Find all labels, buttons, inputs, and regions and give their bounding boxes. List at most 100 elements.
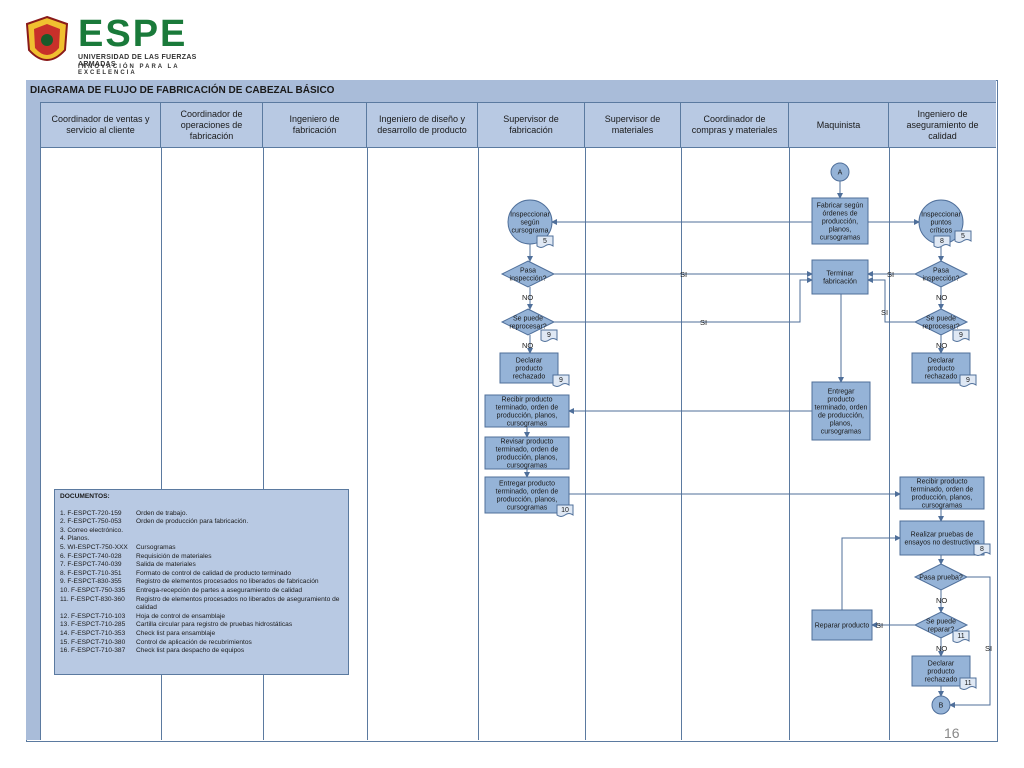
revisar-producto-sup-node-text: Revisar producto <box>501 439 554 446</box>
entregar-producto-sup-node-text: terminado, orden de <box>496 489 559 496</box>
recibir-producto-cal-node-text: Recibir producto <box>917 479 968 486</box>
document-description: Formato de control de calidad de product… <box>136 569 292 577</box>
entregar-maquinista-node-text: producto <box>827 397 854 404</box>
doc-ref-11 <box>959 677 977 690</box>
espe-logo: ESPE UNIVERSIDAD DE LAS FUERZAS ARMADAS … <box>22 14 222 76</box>
document-description: Control de aplicación de recubrimientos <box>136 638 252 646</box>
doc-ref-5 <box>954 230 972 243</box>
inspeccionar-puntos-node-text: críticos <box>930 228 953 235</box>
lane-divider <box>161 148 162 740</box>
declarar-rechazado-cal-node-text: producto <box>927 366 954 373</box>
entregar-maquinista-node-text: cursogramas <box>821 429 862 436</box>
document-code: 12. F-ESPCT-710-103 <box>60 612 126 620</box>
lane-divider <box>367 148 368 740</box>
flow-connector <box>867 277 915 323</box>
entregar-producto-sup-node-text: Entregar producto <box>499 481 555 488</box>
entregar-maquinista-node-text: planos, <box>830 421 853 428</box>
inspeccionar-cursograma-node-text: según <box>520 220 539 227</box>
recibir-producto-cal-node-text: cursogramas <box>922 503 963 510</box>
declarar-rechazado-sup-node-text: rechazado <box>513 374 546 381</box>
declarar-rechazado-sup-node-text: producto <box>515 366 542 373</box>
branch-label: SI <box>700 318 707 327</box>
declarar-rechazado-final-node-text: Declarar <box>928 661 955 668</box>
inspeccionar-cursograma-node <box>507 199 553 245</box>
reparar-producto-node <box>811 609 873 641</box>
revisar-producto-sup-node-text: producción, planos, <box>497 455 558 462</box>
document-description <box>136 535 343 544</box>
recibir-producto-sup-node-text: cursogramas <box>507 421 548 428</box>
entregar-maquinista-node-text: Entregar <box>828 389 856 396</box>
recibir-producto-sup-node-text: producción, planos, <box>497 413 558 420</box>
pasa-inspeccion-sup-node-text: inspección? <box>510 276 547 283</box>
se-puede-reprocesar-sup-node <box>500 308 556 336</box>
se-puede-reprocesar-sup-node-text: Se puede <box>513 316 543 323</box>
lane-divider <box>585 148 586 740</box>
doc-ref-8 <box>973 543 991 556</box>
lane-header-calidad: Ingeniero de aseguramiento de calidad <box>889 103 996 148</box>
lane-divider <box>681 148 682 740</box>
university-name: UNIVERSIDAD DE LAS FUERZAS ARMADAS <box>78 54 197 68</box>
pasa-inspeccion-cal-node-text: inspección? <box>923 276 960 283</box>
branch-label: SI <box>881 308 888 317</box>
entregar-maquinista-node-text: de producción, <box>818 413 864 420</box>
declarar-rechazado-cal-node-text: Declarar <box>928 358 955 365</box>
doc-ref-8-text: 8 <box>980 546 984 553</box>
branch-label: SI <box>887 270 894 279</box>
doc-ref-9-text: 9 <box>966 377 970 384</box>
lane-divider <box>889 148 890 740</box>
document-description: Requisición de materiales <box>136 552 212 560</box>
document-description: Check list para ensamblaje <box>136 629 216 637</box>
document-code: 11. F-ESPCT-830-360 <box>60 595 125 603</box>
document-item: 4. Planos. <box>60 535 343 544</box>
doc-ref-8-text: 8 <box>940 238 944 245</box>
doc-ref-5-text: 5 <box>543 238 547 245</box>
pasa-inspeccion-cal-node <box>913 260 969 288</box>
realizar-pruebas-node <box>899 520 985 556</box>
lane-header-sup-materiales: Supervisor de materiales <box>585 103 681 148</box>
branch-label: NO <box>936 644 947 653</box>
branch-label: SI <box>680 270 687 279</box>
document-code: 9. F-ESPCT-830-355 <box>60 578 122 586</box>
branch-label: NO <box>936 596 947 605</box>
terminar-node-text: fabricación <box>823 279 857 286</box>
doc-ref-10 <box>556 504 574 517</box>
realizar-pruebas-node-text: Realizar pruebas de <box>911 532 974 539</box>
recibir-producto-cal-node-text: producción, planos, <box>912 495 973 502</box>
terminar-node-text: Terminar <box>826 271 854 278</box>
lane-header-ing-fabricacion: Ingeniero de fabricación <box>263 103 367 148</box>
entregar-maquinista-node-text: terminado, orden <box>815 405 868 412</box>
fabricar-node <box>811 197 869 245</box>
doc-ref-10-text: 10 <box>561 507 569 514</box>
fabricar-node-text: planos, <box>829 227 852 234</box>
branch-label: NO <box>936 341 947 350</box>
recibir-producto-sup-node-text: terminado, orden de <box>496 405 559 412</box>
page-number: 16 <box>944 725 960 741</box>
document-description: Orden de producción para fabricación. <box>136 518 249 526</box>
fabricar-node-text: cursogramas <box>820 235 861 242</box>
doc-ref-9-text: 9 <box>547 332 551 339</box>
doc-ref-11-text: 11 <box>957 633 964 640</box>
lane-divider <box>789 148 790 740</box>
recibir-producto-cal-node <box>899 476 985 510</box>
lane-header-ventas: Coordinador de ventas y servicio al clie… <box>41 103 161 148</box>
document-code: 1. F-ESPCT-720-159 <box>60 509 122 517</box>
connector-a-text: A <box>838 170 843 177</box>
lane-header-ing-diseno: Ingeniero de diseño y desarrollo de prod… <box>367 103 478 148</box>
lane-divider <box>263 148 264 740</box>
pool-strip <box>26 102 41 740</box>
document-code: 3. Correo electrónico. <box>60 526 124 534</box>
declarar-rechazado-sup-node <box>499 352 559 384</box>
pasa-inspeccion-sup-node <box>500 260 556 288</box>
inspeccionar-cursograma-node-text: cursograma <box>512 228 549 235</box>
document-code: 13. F-ESPCT-710-285 <box>60 621 126 629</box>
realizar-pruebas-node-text: ensayos no destructivos <box>904 540 980 547</box>
document-code: 4. Planos. <box>60 535 90 543</box>
document-description: Hoja de control de ensamblaje <box>136 612 226 620</box>
